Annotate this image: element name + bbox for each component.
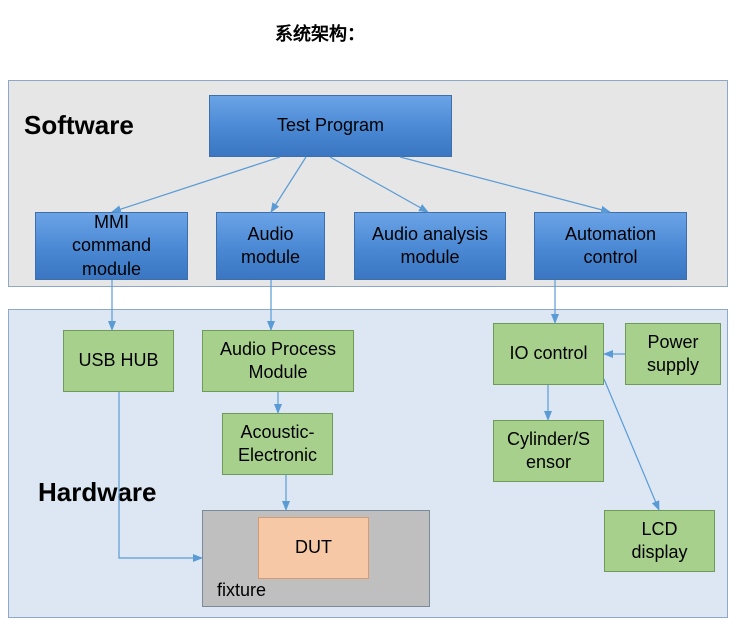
- cylinder-sensor-box[interactable]: Cylinder/S ensor: [493, 420, 604, 482]
- arrow-test-to-analysis: [329, 156, 429, 213]
- page-title: 系统架构：: [275, 24, 365, 45]
- acoustic-line-2: Electronic: [237, 445, 318, 465]
- arrow-test-to-automation: [399, 156, 611, 214]
- arrow-io-to-lcd: [603, 378, 660, 511]
- lcd-line-2: display: [631, 542, 688, 562]
- mmi-command-module-box[interactable]: MMI command module: [35, 212, 188, 280]
- fixture-label: fixture: [217, 580, 267, 600]
- io-control-label: IO control: [509, 343, 588, 364]
- automation-control-box[interactable]: Automation control: [534, 212, 687, 280]
- cylinder-line-1: Cylinder/S: [506, 428, 591, 449]
- arrow-test-to-audio: [270, 156, 307, 213]
- automation-line-1: Automation: [564, 223, 657, 244]
- test-program-label: Test Program: [276, 115, 385, 136]
- io-control-box[interactable]: IO control: [493, 323, 604, 385]
- cylinder-line-2: ensor: [525, 452, 572, 472]
- audio-process-line-2: Module: [248, 362, 308, 382]
- power-supply-line-2: supply: [646, 355, 700, 375]
- software-label: Software: [24, 110, 134, 140]
- acoustic-line-1: Acoustic-: [240, 421, 315, 442]
- audio-module-line-2: module: [240, 247, 301, 267]
- mmi-line-3: module: [81, 258, 142, 279]
- usb-hub-label: USB HUB: [78, 350, 159, 371]
- arrow-usb-to-fixture: [118, 392, 203, 562]
- audio-analysis-line-1: Audio analysis: [371, 223, 489, 244]
- lcd-display-box[interactable]: LCD display: [604, 510, 715, 572]
- lcd-line-1: LCD: [641, 518, 678, 539]
- power-supply-line-1: Power: [647, 331, 699, 352]
- audio-process-module-box[interactable]: Audio Process Module: [202, 330, 354, 392]
- arrow-test-to-mmi: [111, 156, 281, 214]
- automation-line-2: control: [583, 247, 638, 267]
- mmi-line-1: MMI: [94, 211, 129, 232]
- audio-module-box[interactable]: Audio module: [216, 212, 325, 280]
- audio-module-line-1: Audio: [247, 223, 294, 244]
- usb-hub-box[interactable]: USB HUB: [63, 330, 174, 392]
- test-program-box[interactable]: Test Program: [209, 95, 452, 157]
- audio-analysis-module-box[interactable]: Audio analysis module: [354, 212, 506, 280]
- hardware-label: Hardware: [38, 477, 157, 507]
- audio-analysis-line-2: module: [400, 247, 460, 267]
- dut-label: DUT: [295, 537, 332, 558]
- mmi-line-2: command: [71, 235, 152, 256]
- acoustic-electronic-box[interactable]: Acoustic- Electronic: [222, 413, 333, 475]
- audio-process-line-1: Audio Process: [219, 338, 337, 359]
- power-supply-box[interactable]: Power supply: [625, 323, 721, 385]
- dut-box[interactable]: DUT: [258, 517, 369, 579]
